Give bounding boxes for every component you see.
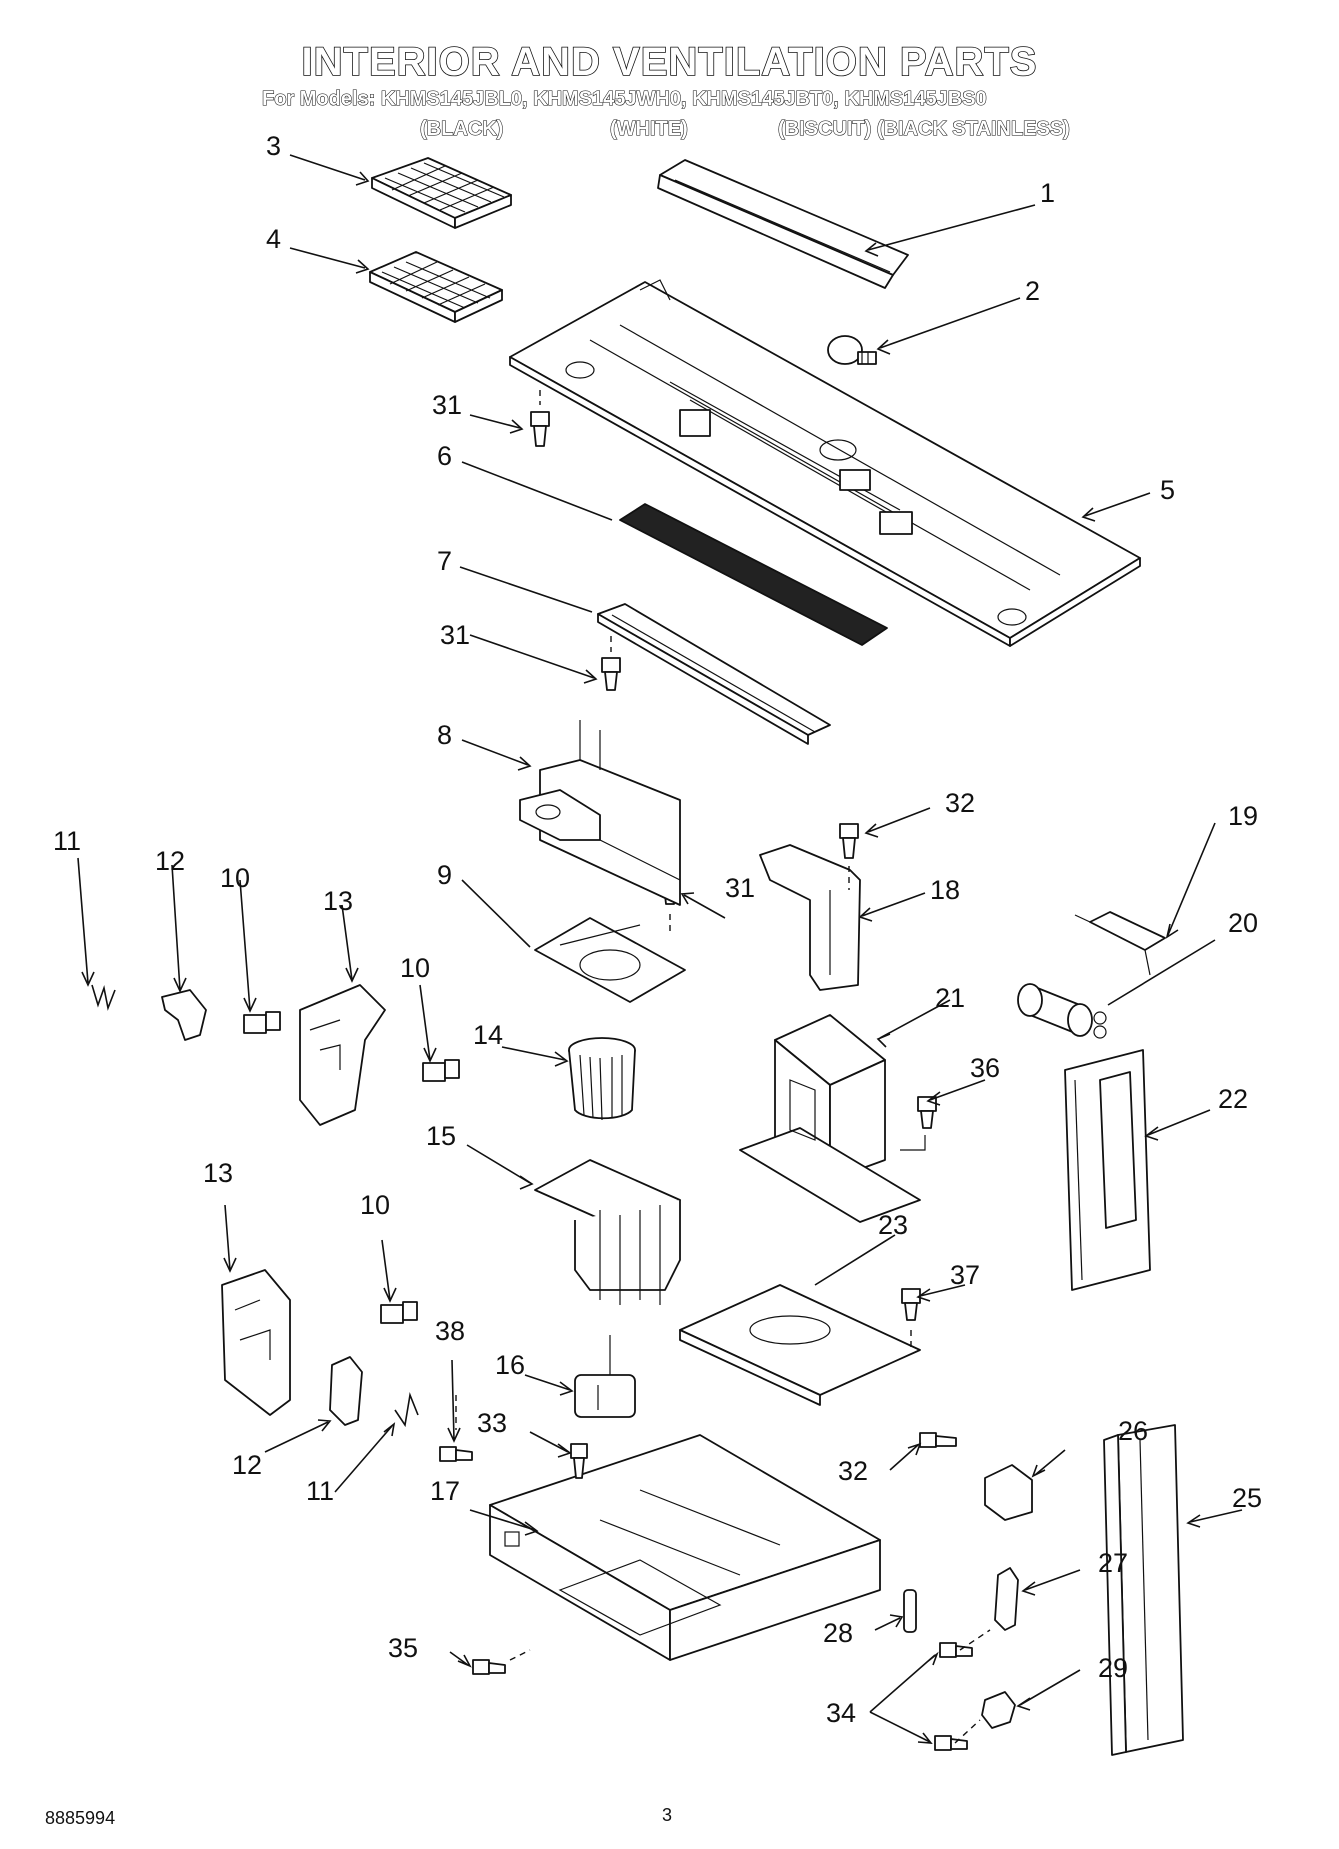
callout-1: 1 [1040,178,1056,208]
part-10-switch-a [243,1011,281,1034]
variant-biscuit-stainless: (BISCUIT) (BIACK STAINLESS) [777,117,1070,140]
part-32-screw-upper [839,823,859,890]
part-27-fuse-holder [994,1567,1019,1631]
callout-32-lower: 32 [838,1456,869,1486]
callout-9: 9 [437,860,453,890]
part-3-grease-filter [371,157,512,229]
callout-17: 17 [430,1476,461,1506]
callout-12-lower: 12 [232,1450,263,1480]
callout-12-upper: 12 [155,846,186,876]
callout-11-upper: 11 [53,826,82,856]
part-16-fan-motor [574,1335,636,1418]
part-1-vent-grille [657,159,909,289]
part-12-latch-lower [329,1356,363,1426]
part-5-bottom-plate [509,279,1141,647]
callout-38: 38 [435,1316,466,1346]
variant-white: (WHITE) [609,117,688,140]
callout-10-a: 10 [220,863,251,893]
part-22-side-panel [1064,1049,1151,1291]
callout-37: 37 [950,1260,981,1290]
callout-6: 6 [437,441,453,471]
callout-10-b: 10 [400,953,431,983]
part-21-transformer [739,1014,921,1223]
part-2-light-bulb [827,335,877,365]
part-23-mounting-plate [679,1284,921,1406]
part-10-switch-c [380,1301,418,1324]
callout-35: 35 [388,1633,419,1663]
part-26-cover [984,1464,1033,1521]
callout-28: 28 [823,1618,854,1648]
callout-36: 36 [970,1053,1001,1083]
callout-13-upper: 13 [323,886,354,916]
callout-10-c: 10 [360,1190,391,1220]
part-28-fuse [903,1589,917,1633]
part-7-rail [597,603,831,745]
callout-32-upper: 32 [945,788,976,818]
part-35-screw [472,1649,531,1675]
part-8-air-duct [519,720,681,906]
part-37-screw [901,1288,921,1350]
part-12-latch-upper [161,989,207,1041]
part-18-bracket [759,844,861,991]
part-4-grease-filter [369,251,503,323]
part-25-frame-rail [1103,1424,1184,1756]
part-9-fan-plate [534,917,686,1003]
part-31-screw-top [530,390,550,447]
callout-21: 21 [935,983,966,1013]
page-number: 3 [662,1805,673,1825]
part-31-screw-mid [601,636,621,691]
callout-11-lower: 11 [306,1476,335,1506]
part-20-capacitor [1017,983,1107,1039]
callout-20: 20 [1228,908,1259,938]
part-11-spring-upper [91,984,116,1011]
callout-22: 22 [1218,1084,1249,1114]
callout-15: 15 [426,1121,457,1151]
part-29-clip [981,1691,1016,1729]
callout-26: 26 [1118,1416,1149,1446]
callout-14: 14 [473,1020,504,1050]
part-32-screw-lower [919,1432,957,1448]
page-title: INTERIOR AND VENTILATION PARTS [301,39,1038,85]
callout-16: 16 [495,1350,526,1380]
part-11-spring-lower [394,1392,419,1428]
callout-13-lower: 13 [203,1158,234,1188]
part-34-screw-lower [934,1735,968,1751]
callout-29: 29 [1098,1653,1129,1683]
callout-4: 4 [266,224,282,254]
callout-27: 27 [1098,1548,1129,1578]
callout-33: 33 [477,1408,508,1438]
part-13-bracket-upper [299,984,386,1126]
callout-8: 8 [437,720,453,750]
callout-31-mid: 31 [440,620,471,650]
variant-black: (BLACK) [419,117,504,140]
leader-lines [77,154,1243,1744]
part-33-screw [570,1443,588,1479]
callout-25: 25 [1232,1483,1263,1513]
callout-7: 7 [437,546,453,576]
part-6-gasket [619,503,888,646]
part-19-thermal-cutout [1074,911,1166,976]
part-10-switch-b [422,1059,460,1082]
callout-18: 18 [930,875,961,905]
callout-3: 3 [266,131,282,161]
callout-5: 5 [1160,475,1176,505]
part-15-fan-housing [534,1159,681,1305]
part-34-screw-upper [939,1642,973,1658]
callout-19: 19 [1228,801,1259,831]
part-36-screw [900,1096,937,1151]
models-subtitle: For Models: KHMS145JBL0, KHMS145JWH0, KH… [261,87,987,110]
part-13-bracket-lower [221,1269,291,1416]
part-38-screw [439,1395,473,1462]
callout-34: 34 [826,1698,857,1728]
document-number: 8885994 [45,1808,116,1828]
part-17-base-tray [489,1434,881,1661]
callout-23: 23 [878,1210,909,1240]
callout-31-top: 31 [432,390,463,420]
part-14-blower-wheel [568,1037,636,1121]
callout-31-lower: 31 [725,873,756,903]
callout-2: 2 [1025,276,1041,306]
